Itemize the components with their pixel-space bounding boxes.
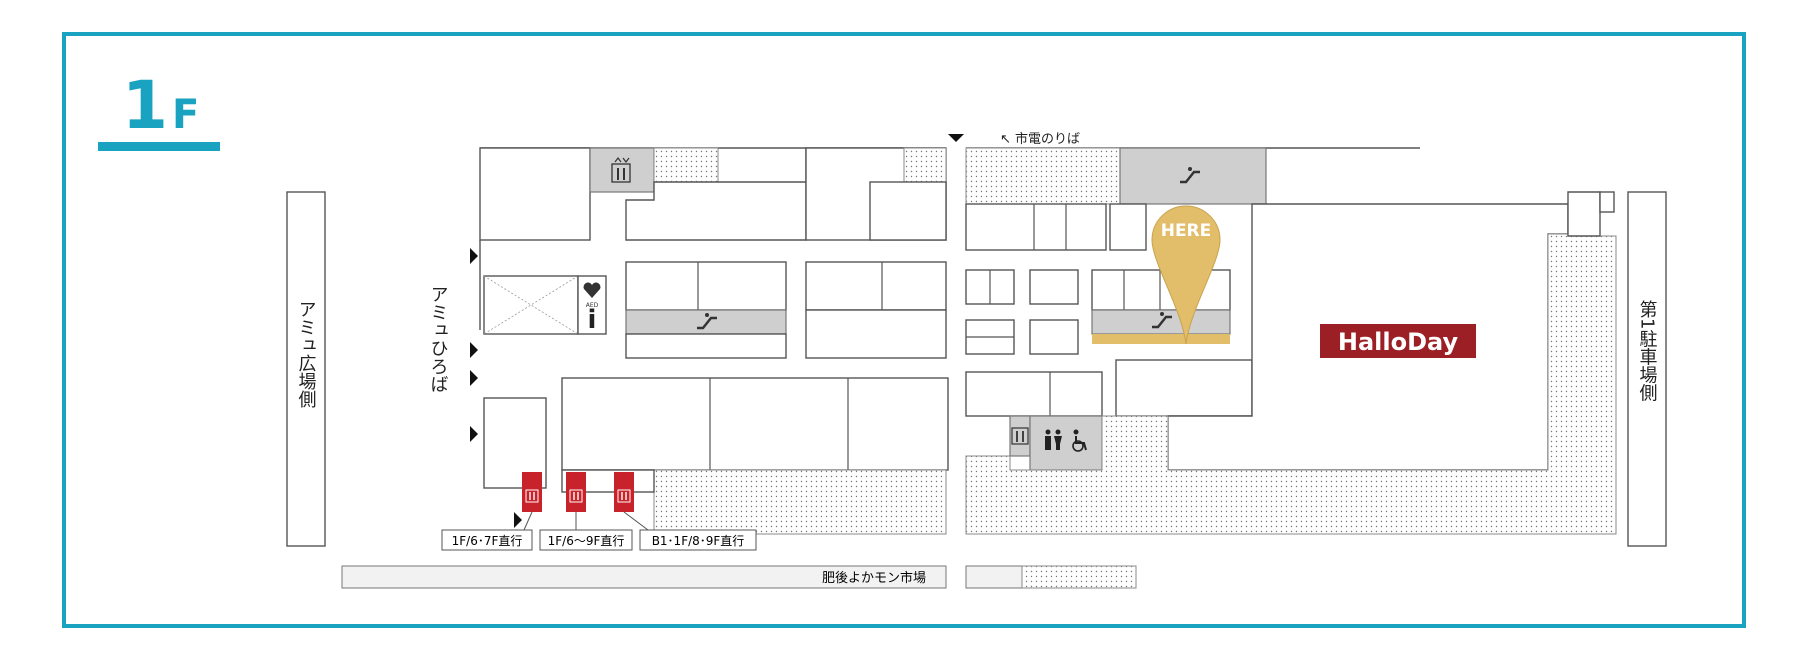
restroom-icon [1045, 429, 1062, 450]
here-label: HERE [1161, 221, 1212, 241]
svg-text:AED: AED [586, 302, 599, 309]
escalator-icon [1152, 312, 1172, 329]
elevator-labels: 1F/6･7F直行 1F/6〜9F直行 B1･1F/8･9F直行 [441, 529, 757, 551]
market-label: 肥後よかモン市場 [822, 570, 926, 586]
streetcar-label: ↖ 市電のりば [1000, 131, 1080, 147]
aed-icon: AED [583, 282, 601, 309]
entrance-arrow-icon [470, 248, 478, 264]
location-pin-icon: HERE [1151, 205, 1221, 345]
map-border [62, 32, 1746, 628]
entrance-arrow-icon [470, 342, 478, 358]
market-strip: 肥後よかモン市場 [341, 565, 1137, 589]
parking-side-label: 第1駐車場側 [1637, 300, 1658, 402]
elevator-icon [1011, 427, 1029, 445]
halloday-logo-bg [1320, 324, 1476, 358]
elevator-icon [614, 472, 634, 512]
elevator-label-2: 1F/6〜9F直行 [548, 534, 625, 548]
amu-plaza-side-box [286, 191, 326, 547]
elevator-top-left [589, 147, 655, 193]
red-elevators [522, 472, 649, 531]
elevator-icon [566, 472, 586, 512]
halloday-logo: HalloDay [1338, 328, 1459, 356]
amu-plaza-side-label: アミュ広場側 [296, 300, 317, 408]
right-building: ↖ 市電のりば [965, 131, 1617, 535]
elevator-label-3: B1･1F/8･9F直行 [652, 534, 745, 548]
elevator-icon [522, 472, 542, 512]
entrance-arrow-icon [470, 426, 478, 442]
entrance-arrow-icon [470, 370, 478, 386]
entrance-arrow-icon [948, 134, 964, 142]
entrance-arrows [470, 134, 964, 528]
left-building: AED i [479, 147, 949, 535]
entrance-arrow-icon [514, 512, 522, 528]
wheelchair-icon [1072, 429, 1087, 452]
elevator-label-1: 1F/6･7F直行 [452, 534, 523, 548]
floor-underline [98, 142, 220, 151]
parking-side-box [1627, 191, 1667, 547]
floor-number: 1 [122, 67, 168, 144]
elevator-icon [611, 157, 631, 183]
info-icon: i [588, 305, 597, 335]
escalator-icon [1180, 167, 1200, 184]
floor-unit: F [172, 92, 199, 138]
amu-hiroba-label: アミュひろば [428, 285, 449, 393]
escalator-icon [697, 313, 717, 330]
floor-label: 1 F [98, 67, 220, 151]
